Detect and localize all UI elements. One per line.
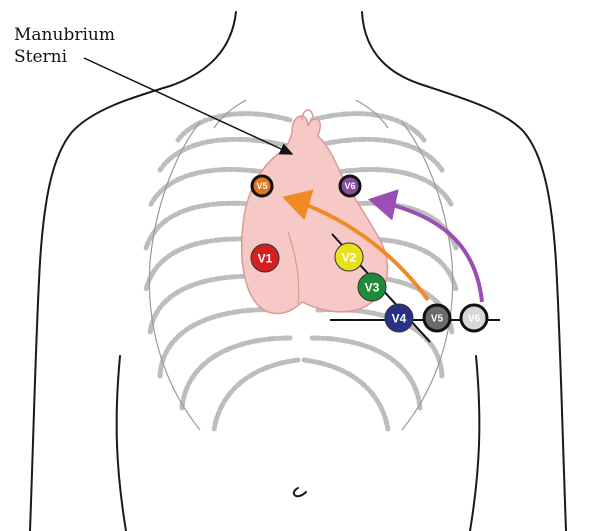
electrode-v4-label: V4	[392, 311, 407, 325]
electrode-v6r-label: V6	[344, 181, 355, 191]
electrode-v3-label: V3	[365, 280, 380, 294]
electrode-v5r-label: V5	[256, 181, 267, 191]
electrode-v1: V1	[251, 244, 279, 272]
electrode-v6-label: V6	[468, 314, 481, 325]
electrode-v3: V3	[358, 273, 386, 301]
electrode-v1-label: V1	[258, 251, 273, 265]
electrode-v4: V4	[385, 304, 413, 332]
electrode-v5r: V5	[252, 176, 272, 196]
electrode-v5: V5	[424, 305, 450, 331]
electrode-v6r: V6	[340, 176, 360, 196]
manubrium-label-line2: Sterni	[14, 47, 68, 67]
electrode-v5-label: V5	[431, 314, 444, 325]
electrode-v6: V6	[461, 305, 487, 331]
electrode-v2: V2	[335, 243, 363, 271]
electrode-v2-label: V2	[342, 250, 357, 264]
manubrium-label-line1: Manubrium	[14, 25, 115, 45]
